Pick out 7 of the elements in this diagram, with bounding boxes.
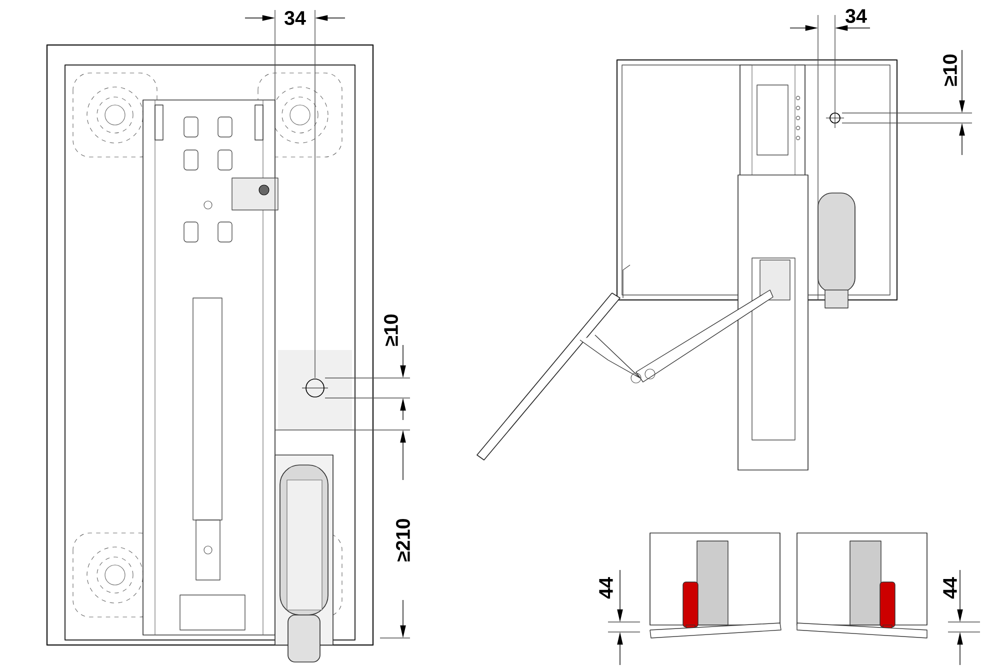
dimension-label: 34 [842, 6, 870, 26]
dimension-label: 44 [597, 574, 615, 602]
dimension-label: ≥10 [382, 312, 400, 348]
dimension-label: ≥210 [394, 516, 412, 564]
dimension-label: 44 [941, 574, 959, 602]
dimension-label: 34 [282, 8, 308, 28]
dimension-label: ≥10 [940, 52, 960, 88]
